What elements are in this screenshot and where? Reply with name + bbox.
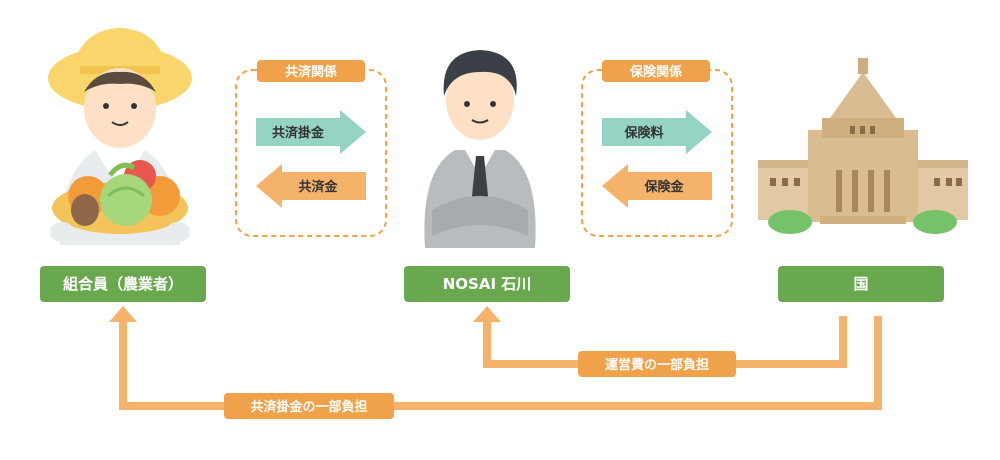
label-payout: 共済金	[298, 179, 338, 195]
flow-premium-share-arrowhead	[109, 306, 137, 322]
businessman-icon	[424, 50, 536, 248]
premium-share-label: 共済掛金の一部負担	[250, 399, 367, 415]
left-relation-frame	[235, 69, 387, 237]
arrow-left-payout	[256, 164, 366, 208]
label-premium: 共済掛金	[272, 125, 325, 141]
farmer-icon	[48, 28, 192, 245]
nosai-box	[404, 266, 570, 302]
right-relation-title-bg	[602, 60, 710, 82]
right-relation-frame	[581, 69, 733, 237]
premium-share-badge	[224, 393, 394, 419]
farmer-box	[40, 266, 206, 302]
left-relation-title: 共済関係	[285, 64, 337, 80]
country-box	[778, 266, 944, 302]
arrow-left-insurance-payout	[602, 164, 712, 208]
arrow-right-insurance-fee	[602, 110, 712, 154]
left-relation-title-bg	[257, 60, 365, 82]
flow-premium-share-line	[119, 316, 882, 410]
arrow-right-premium	[256, 110, 366, 154]
country-label: 国	[853, 275, 868, 293]
diet-building-icon	[758, 58, 968, 234]
operating-cost-label: 運営費の一部負担	[605, 357, 709, 373]
flow-operating-cost-arrowhead	[473, 306, 501, 322]
operating-cost-badge	[578, 351, 736, 377]
nosai-label: NOSAI 石川	[443, 275, 532, 293]
label-insurance-fee: 保険料	[623, 125, 663, 141]
farmer-label: 組合員（農業者）	[63, 275, 183, 293]
right-relation-title: 保険関係	[629, 64, 682, 80]
label-insurance-payout: 保険金	[643, 179, 684, 195]
